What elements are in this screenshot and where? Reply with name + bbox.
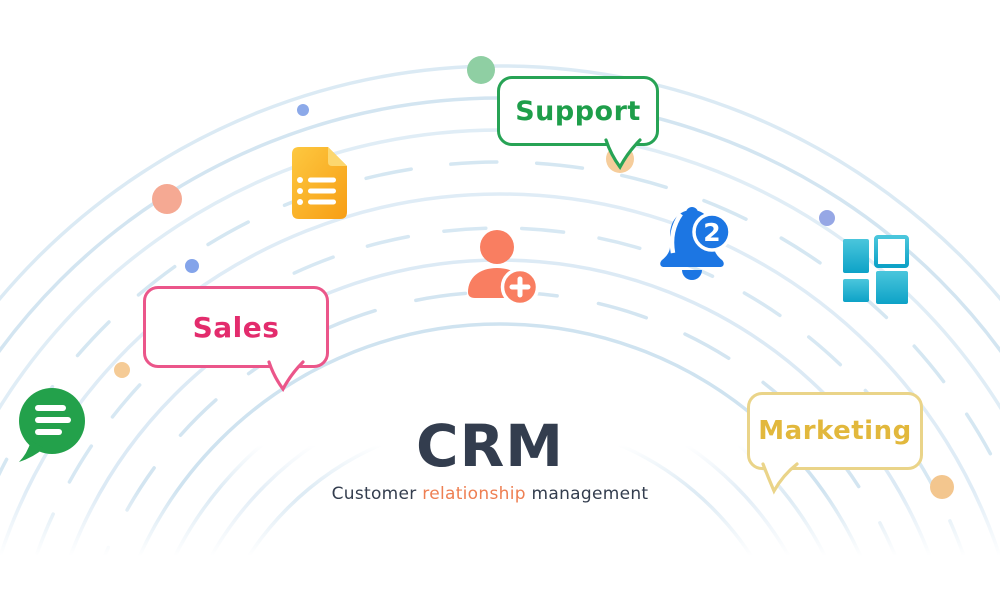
accent-dot [114,362,130,378]
page-subtitle: Customer relationship management [290,484,690,504]
marketing-bubble-tail [761,462,799,495]
accent-dot [819,210,835,226]
support-bubble: Support [497,76,659,170]
page-title: CRM [416,412,564,480]
accent-dot [297,104,309,116]
plus-glyph [509,276,531,298]
accent-dot [152,184,182,214]
subtitle-part2: management [525,483,649,504]
accent-dot [185,259,199,273]
inner-arcs [157,354,843,593]
document-icon [292,147,347,219]
sales-bubble-tail [267,360,305,392]
notification-count: 2 [703,218,720,247]
accent-dot [930,475,954,499]
title-block: CRM Customer relationship management [290,416,690,504]
subtitle-highlight: relationship [422,483,526,504]
support-label: Support [515,95,641,127]
marketing-label: Marketing [758,416,912,446]
bottom-fade [0,488,1000,593]
sales-label: Sales [192,310,280,344]
subtitle-part1: Customer [331,483,423,504]
sales-bubble: Sales [143,286,329,392]
marketing-bubble: Marketing [747,392,923,495]
notification-bell-icon: 2 [660,207,732,280]
notification-badge [692,212,732,252]
grid-icon [843,235,909,304]
accent-dot [467,56,495,84]
support-bubble-tail [604,138,642,170]
add-user-icon [468,230,540,307]
chat-icon [19,388,85,462]
